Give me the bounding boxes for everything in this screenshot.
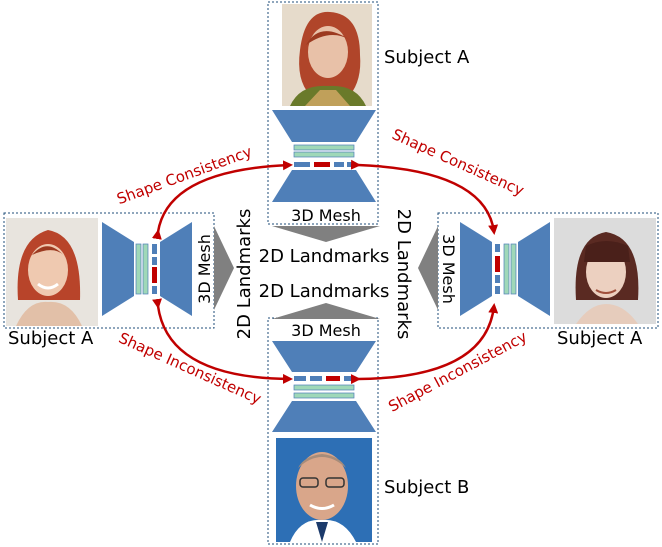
bottom-code-block-identity [326, 376, 340, 381]
landmarks-right-vertical-label: 2D Landmarks [393, 209, 414, 340]
left-code-block-2 [152, 257, 157, 265]
inconsistency-arrow-lower-right [350, 303, 499, 385]
left-mesh-label: 3D Mesh [195, 234, 214, 304]
left-feature-bar-2 [142, 243, 149, 295]
top-code-block-identity [314, 162, 330, 167]
right-code-block-2 [495, 275, 500, 283]
left-photo [6, 218, 98, 326]
top-feature-bar-1 [293, 144, 355, 151]
left-gray-arrow [214, 226, 234, 310]
bottom-decoder [272, 401, 376, 432]
landmarks-upper-label: 2D Landmarks [259, 246, 390, 267]
bottom-mesh-label: 3D Mesh [291, 321, 361, 340]
top-decoder [272, 170, 376, 202]
inconsistency-arrow-lower-left [152, 298, 293, 384]
left-encoder [102, 222, 134, 316]
bottom-photo [276, 438, 372, 542]
bottom-feature-bar-2 [293, 392, 355, 399]
top-branch-frame [267, 1, 379, 225]
consistency-upper-right-label: Shape Consistency [389, 125, 527, 199]
bottom-encoder [272, 341, 376, 372]
left-branch-frame [3, 212, 215, 329]
right-code-block-3 [495, 286, 500, 294]
bottom-feature-bar-1 [293, 384, 355, 391]
left-code-block-identity [152, 267, 157, 283]
top-feature-bar-2 [293, 151, 355, 158]
consistency-upper-left-label: Shape Consistency [114, 142, 254, 208]
right-subject-label: Subject A [557, 328, 643, 349]
left-decoder [160, 222, 192, 316]
top-code-block-1 [294, 162, 310, 167]
right-feature-bar-2 [510, 243, 517, 295]
inconsistency-lower-left-label: Shape Inconsistency [116, 329, 264, 408]
top-subject-label: Subject A [384, 47, 470, 68]
right-gray-arrow [418, 226, 438, 310]
bottom-gray-arrow [272, 303, 380, 319]
right-code-block-identity [495, 256, 500, 272]
left-code-block-1 [152, 244, 157, 254]
right-feature-bar-1 [503, 243, 510, 295]
bottom-code-block-2 [310, 376, 322, 381]
top-photo [282, 4, 372, 106]
inconsistency-lower-right-label: Shape Inconsistency [385, 327, 530, 415]
consistency-arrow-upper-left [151, 160, 293, 240]
left-subject-label: Subject A [8, 328, 94, 349]
top-code-block-3 [347, 162, 354, 167]
bottom-code-block-3 [344, 376, 354, 381]
right-photo [554, 218, 656, 324]
landmarks-left-vertical-label: 2D Landmarks [234, 209, 255, 340]
consistency-arrow-upper-right [350, 159, 499, 235]
top-encoder [272, 110, 376, 142]
right-mesh-label: 3D Mesh [439, 234, 458, 304]
left-feature-bar-1 [135, 243, 142, 295]
landmarks-lower-label: 2D Landmarks [259, 281, 390, 302]
top-mesh-label: 3D Mesh [291, 206, 361, 225]
right-encoder [518, 222, 550, 316]
bottom-code-block-1 [294, 376, 306, 381]
right-decoder [460, 222, 492, 316]
bottom-subject-label: Subject B [384, 477, 469, 498]
top-gray-arrow [272, 226, 380, 242]
top-code-block-2 [334, 162, 344, 167]
right-code-block-1 [495, 244, 500, 252]
left-code-block-3 [152, 286, 157, 294]
